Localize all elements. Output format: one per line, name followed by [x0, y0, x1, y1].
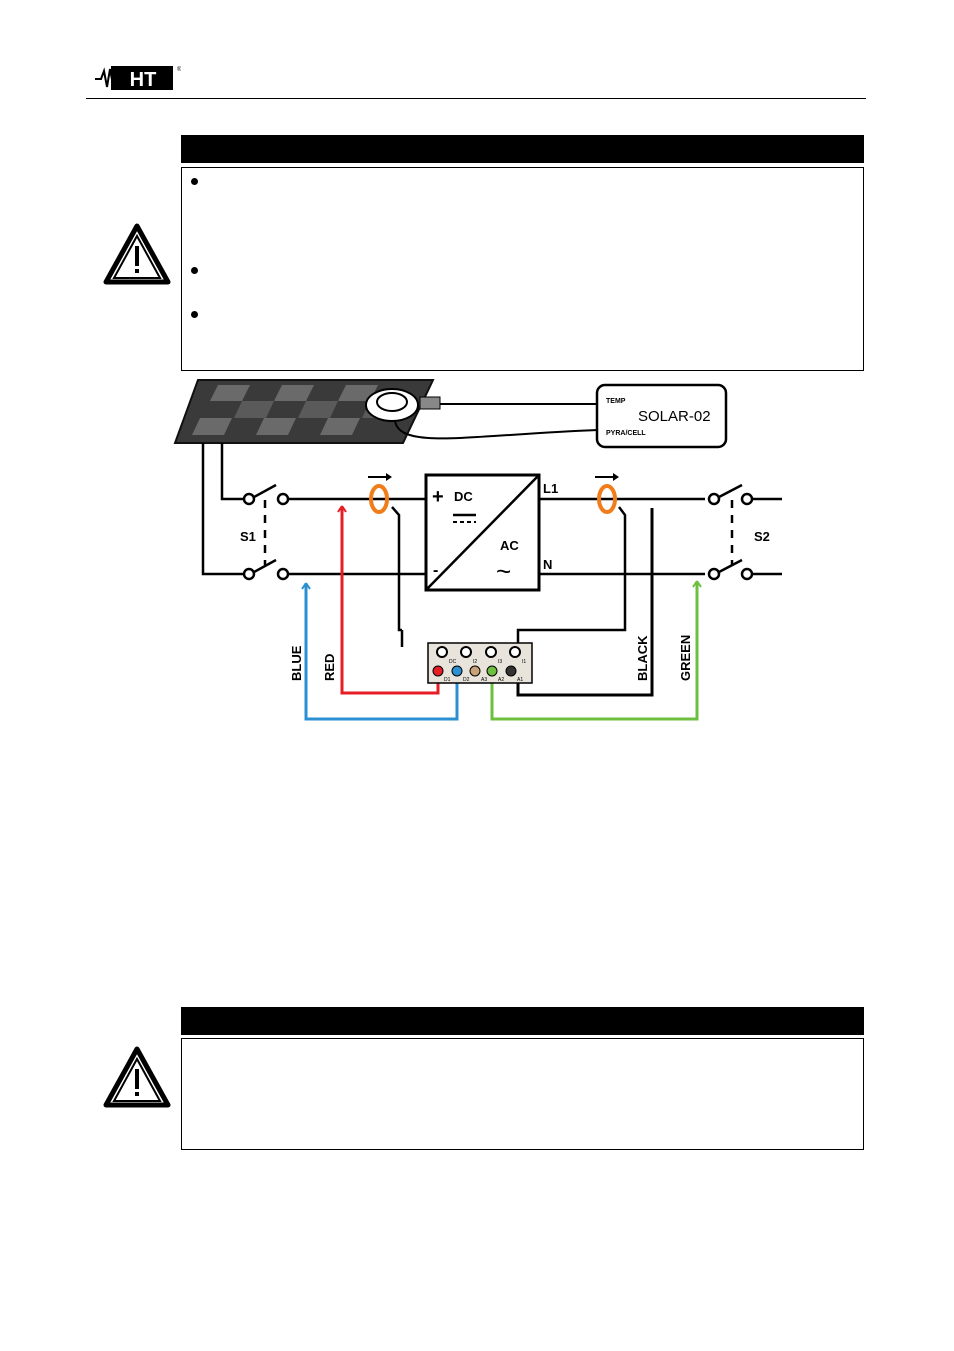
warning-banner-2 — [181, 1007, 864, 1035]
bullet-1 — [191, 178, 198, 185]
module-temp-label: TEMP — [606, 398, 626, 405]
green-lead-label: GREEN — [678, 635, 693, 681]
terminal-label-d1: D1 — [444, 677, 451, 683]
inverter-minus: - — [433, 562, 438, 579]
switch-s1-label: S1 — [240, 529, 256, 544]
terminal-label-d2: D2 — [463, 677, 470, 683]
warning-box-1 — [181, 167, 864, 371]
module-pyra-label: PYRA/CELL — [606, 430, 646, 437]
red-lead — [340, 508, 440, 695]
logo-registered-mark: ® — [177, 66, 181, 73]
dc-current-clamp — [369, 484, 389, 514]
header-rule — [86, 98, 866, 99]
terminal-label-dc: DC — [449, 659, 457, 665]
green-lead — [490, 583, 699, 721]
terminal-label-a1: A1 — [517, 677, 523, 683]
inverter-plus: + — [432, 486, 444, 508]
inverter-dc-label: DC — [454, 489, 473, 504]
bullet-3 — [191, 311, 198, 318]
switch-s2-label: S2 — [754, 529, 770, 544]
inverter-ac-label: AC — [500, 538, 519, 553]
bullet-2 — [191, 267, 198, 274]
inverter-tilde: ~ — [496, 556, 511, 586]
terminal-label-i1: I1 — [522, 659, 526, 665]
blue-lead — [304, 585, 459, 721]
ht-logo: HT ® — [95, 66, 181, 91]
instrument-terminal-block: DC I2 I3 I1 D1 D2 A3 A2 A1 — [427, 642, 533, 684]
ac-current-clamp — [597, 484, 617, 514]
terminal-label-a2: A2 — [498, 677, 504, 683]
warning-triangle-icon — [103, 223, 171, 285]
terminal-label-i2: I2 — [473, 659, 477, 665]
module-name: SOLAR-02 — [638, 408, 711, 425]
terminal-label-i3: I3 — [498, 659, 502, 665]
line-n-label: N — [543, 557, 552, 572]
terminal-label-a3: A3 — [481, 677, 487, 683]
warning-banner-1 — [181, 135, 864, 163]
solar-02-module — [595, 383, 728, 449]
red-lead-label: RED — [322, 654, 337, 681]
warning-box-2 — [181, 1038, 864, 1150]
warning-triangle-icon — [103, 1046, 171, 1108]
black-lead — [516, 508, 654, 697]
black-lead-label: BLACK — [635, 635, 650, 681]
irradiance-sensor — [365, 388, 441, 422]
logo-text: HT — [130, 69, 157, 91]
blue-lead-label: BLUE — [289, 645, 304, 681]
wiring-diagram: TEMP SOLAR-02 PYRA/CELL S1 + DC AC - ~ L… — [173, 379, 782, 721]
line-l1-label: L1 — [543, 481, 558, 496]
